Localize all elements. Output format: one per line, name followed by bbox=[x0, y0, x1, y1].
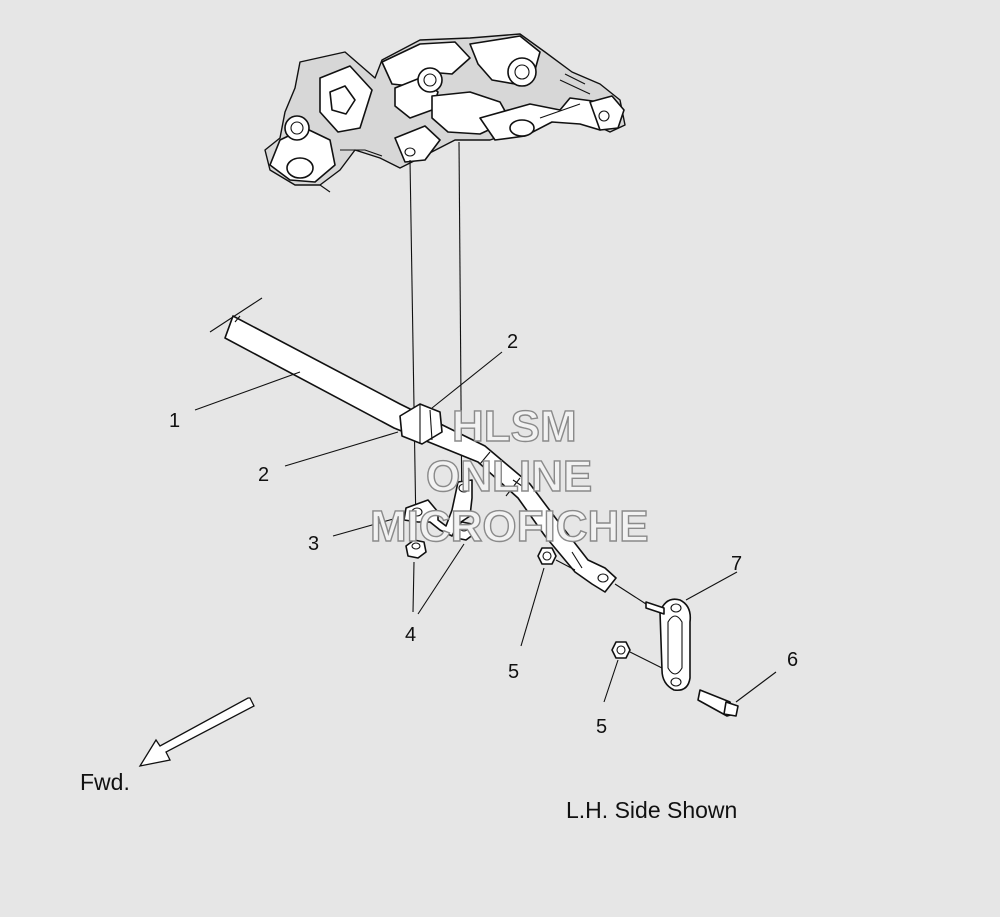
bushing-bracket bbox=[403, 479, 473, 537]
leader-lines bbox=[194, 351, 777, 703]
subframe-assembly bbox=[264, 33, 626, 193]
stabilizer-link bbox=[645, 598, 692, 692]
bushing bbox=[399, 403, 443, 445]
link-nut-upper bbox=[537, 547, 557, 565]
link-to-nut-line bbox=[629, 651, 663, 669]
nut-to-bar-line bbox=[555, 559, 576, 571]
link-nut-lower bbox=[611, 641, 631, 659]
watermark-line2: ONLINE bbox=[426, 452, 592, 501]
stabilizer-bar bbox=[209, 297, 617, 593]
bar-to-link-line bbox=[614, 583, 647, 605]
alignment-line-left bbox=[409, 159, 417, 531]
callout-6: 6 bbox=[787, 649, 798, 671]
callout-4: 4 bbox=[405, 624, 416, 646]
watermark-line1: HLSM bbox=[452, 402, 577, 451]
callout-5-lower: 5 bbox=[596, 716, 607, 738]
bracket-nut-right bbox=[453, 521, 475, 541]
bracket-nut-left bbox=[405, 539, 427, 559]
diagram-caption: L.H. Side Shown bbox=[566, 797, 737, 823]
link-bolt bbox=[697, 689, 739, 717]
callout-1: 1 bbox=[169, 410, 180, 432]
watermark: HLSM ONLINE MICROFICHE bbox=[369, 401, 649, 551]
callout-2-lower: 2 bbox=[258, 464, 269, 486]
alignment-line-right bbox=[458, 141, 463, 529]
bar-end-hole bbox=[597, 573, 609, 583]
forward-label: Fwd. bbox=[80, 769, 130, 795]
forward-arrow-icon bbox=[138, 697, 255, 767]
watermark-line3: MICROFICHE bbox=[370, 502, 649, 551]
callout-2-upper: 2 bbox=[507, 331, 518, 353]
callout-3: 3 bbox=[308, 533, 319, 555]
callout-5-upper: 5 bbox=[508, 661, 519, 683]
callout-7: 7 bbox=[731, 553, 742, 575]
